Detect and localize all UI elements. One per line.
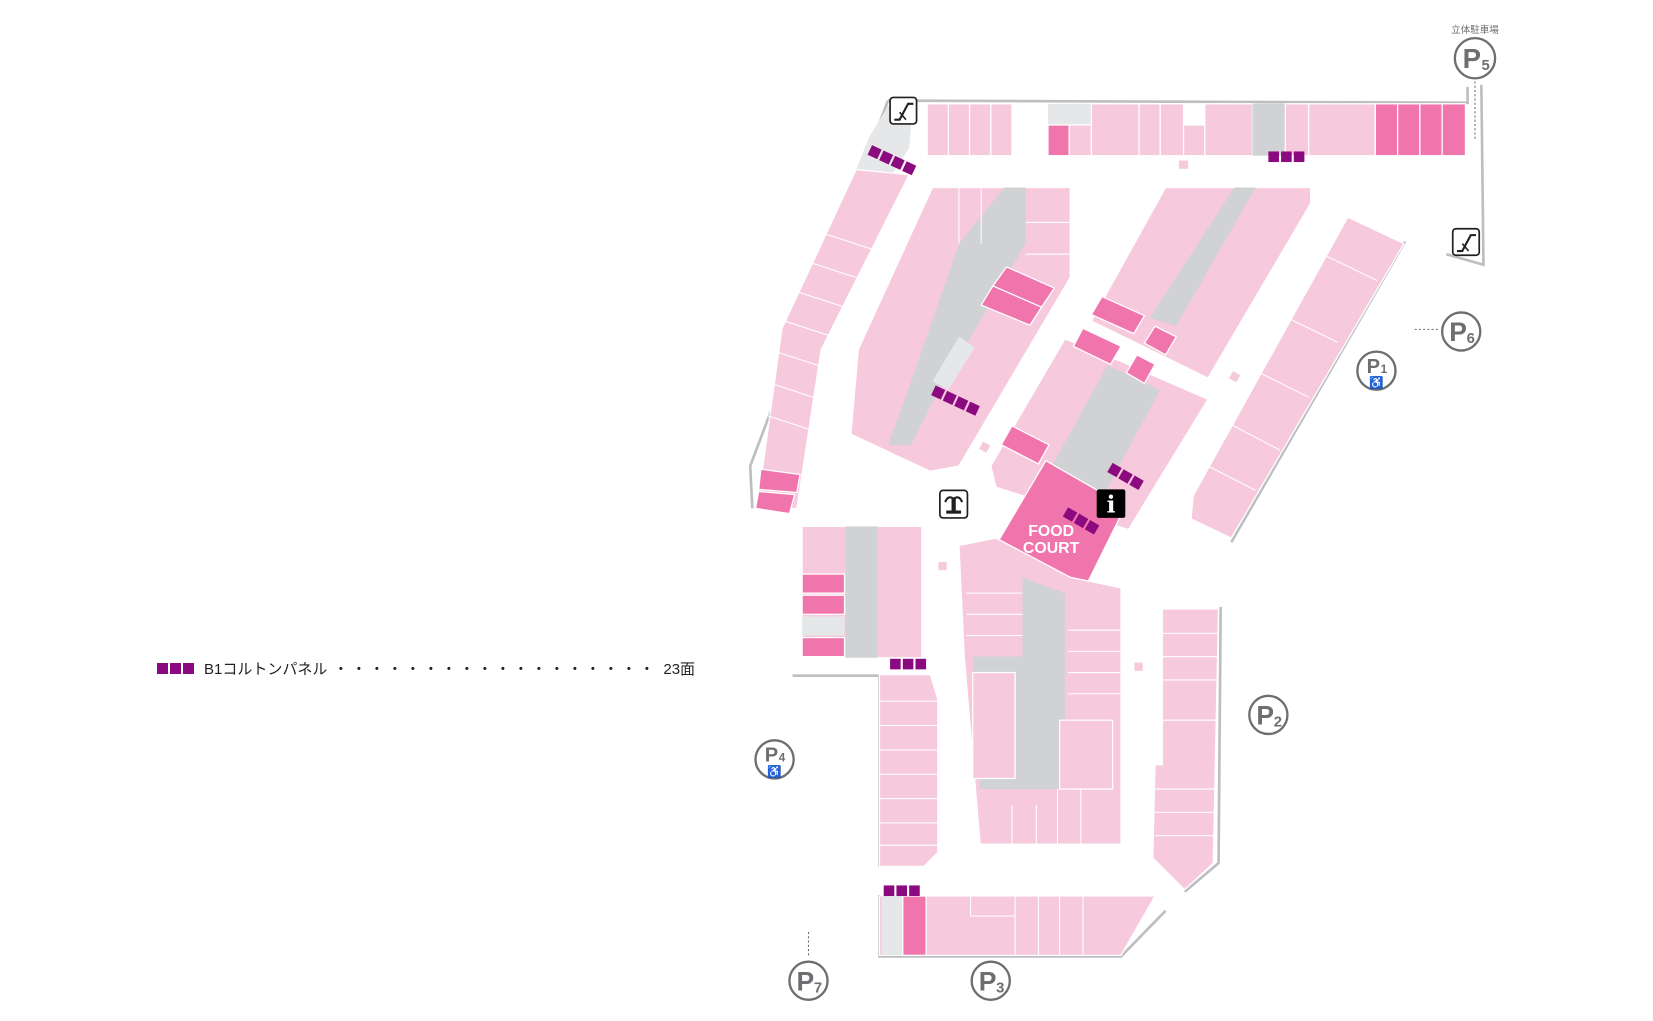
- svg-text:P: P: [765, 745, 778, 767]
- panel-marker: [867, 145, 917, 176]
- legend-count: 23面: [663, 661, 696, 678]
- panel-swatch: [157, 663, 168, 674]
- legend-leader: ・・・・・・・・・・・・・・・・・・: [333, 661, 658, 678]
- multistory-parking-label: 立体駐車場: [1451, 24, 1499, 36]
- svg-text:P: P: [796, 966, 814, 996]
- information-glyph: i: [1107, 492, 1116, 519]
- svg-text:P: P: [1367, 356, 1380, 378]
- shop-block-south: [878, 895, 1157, 956]
- escalator-icon: [1451, 227, 1481, 257]
- wheelchair-icon: ♿: [767, 764, 782, 778]
- legend-label: B1コルトンパネル: [204, 661, 328, 678]
- svg-text:1: 1: [1381, 363, 1388, 376]
- shop-block-southeast: [1152, 608, 1220, 891]
- food-court-label-line1: FOOD: [1028, 523, 1074, 540]
- panel-marker: [883, 885, 920, 897]
- information-icon[interactable]: i: [1096, 489, 1126, 519]
- svg-text:P: P: [979, 966, 997, 996]
- panel-swatch: [170, 663, 181, 674]
- svg-text:P: P: [1256, 700, 1274, 730]
- panel-marker: [931, 385, 980, 416]
- wheelchair-icon: ♿: [1369, 376, 1384, 390]
- svg-text:3: 3: [996, 980, 1004, 996]
- shop-block-top: [926, 103, 1467, 171]
- shop-block-south-west-strip: [878, 674, 939, 868]
- panel-markers: [867, 145, 1305, 897]
- svg-text:P: P: [1463, 43, 1481, 74]
- food-court-label-line2: COURT: [1023, 540, 1080, 557]
- svg-text:4: 4: [779, 752, 786, 765]
- shop-block-southwest: [801, 525, 948, 659]
- legend: B1コルトンパネル ・・・・・・・・・・・・・・・・・・ 23面: [157, 658, 695, 679]
- shop-block-north: [1090, 186, 1312, 385]
- shop-block-northwest: [850, 186, 1071, 472]
- shop-block-east: [1190, 216, 1405, 539]
- fountain-icon: [939, 489, 969, 519]
- shop-block-south-central: [958, 537, 1144, 845]
- svg-text:7: 7: [814, 980, 822, 996]
- svg-text:P: P: [1449, 317, 1467, 347]
- svg-text:5: 5: [1481, 58, 1489, 74]
- escalator-icon: [889, 96, 918, 125]
- svg-text:6: 6: [1467, 331, 1475, 347]
- panel-marker: [1107, 462, 1144, 491]
- panel-swatch: [183, 663, 194, 674]
- panel-marker: [890, 658, 927, 670]
- panel-marker: [1268, 151, 1305, 163]
- panel-marker: [1062, 507, 1100, 535]
- svg-text:2: 2: [1274, 715, 1282, 731]
